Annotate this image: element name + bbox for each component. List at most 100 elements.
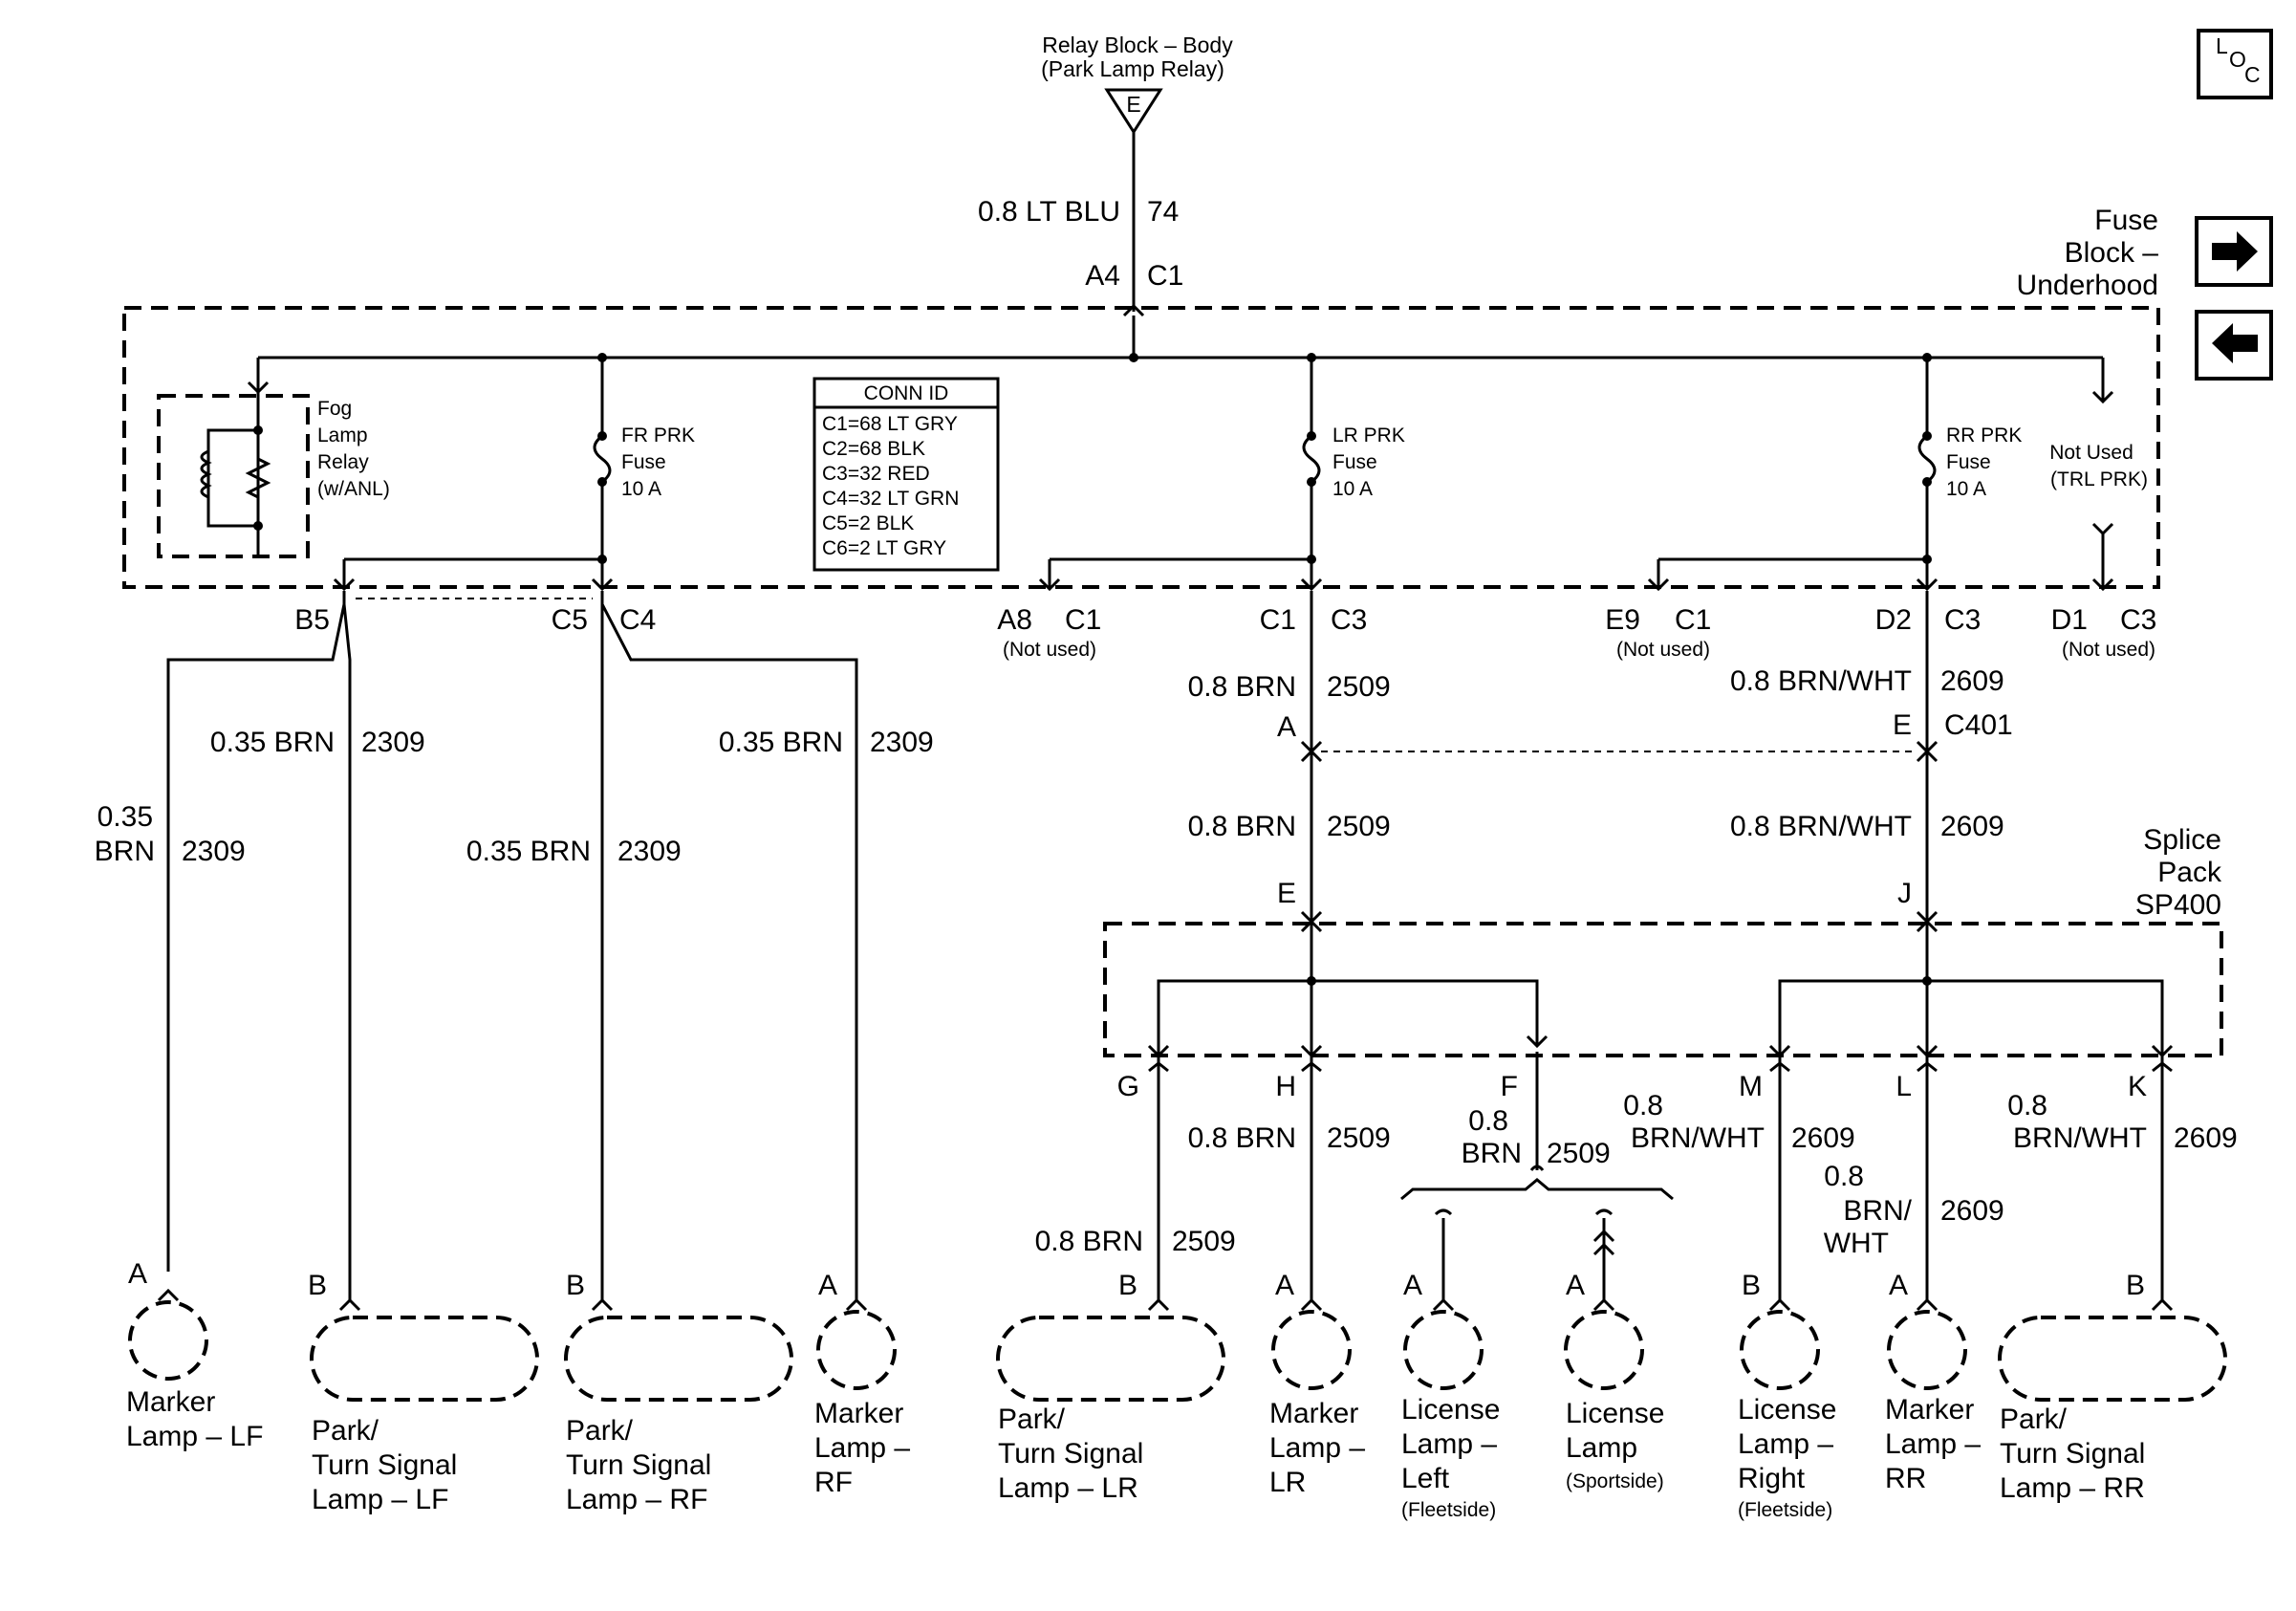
c401-pin-a: A bbox=[1277, 711, 1296, 743]
lic-left-pin: A bbox=[1403, 1270, 1422, 1301]
feed-wire-label: 0.8 LT BLU bbox=[978, 196, 1120, 228]
wire-label-2609-circuit-2: 2609 bbox=[1940, 811, 2004, 842]
fuse-block-label-1: Fuse bbox=[2094, 205, 2158, 236]
fog-relay-label-1: Fog bbox=[317, 398, 352, 420]
park-lf-pin: B bbox=[308, 1270, 327, 1301]
park-lr-pin: B bbox=[1118, 1270, 1137, 1301]
pin-a8-conn: C1 bbox=[1065, 604, 1101, 636]
lic-sport-label-3: (Sportside) bbox=[1566, 1470, 1664, 1492]
arrow-right-icon[interactable] bbox=[2195, 216, 2273, 287]
lic-right-label-1: License bbox=[1738, 1394, 1836, 1426]
marker-lr-label-2: Lamp – bbox=[1269, 1432, 1365, 1464]
pin-a8: A8 bbox=[997, 604, 1032, 636]
rr-prk-fuse-label-3: 10 A bbox=[1946, 478, 1986, 500]
splice-pin-e: E bbox=[1277, 878, 1296, 909]
pin-c1: C1 bbox=[1260, 604, 1296, 636]
fuse-block-label-3: Underhood bbox=[2017, 270, 2158, 301]
splice-pack-outline bbox=[1103, 922, 2223, 1057]
marker-lf-label-2: Lamp – LF bbox=[126, 1421, 263, 1452]
pin-d2-conn: C3 bbox=[1944, 604, 1981, 636]
marker-lr-label-1: Marker bbox=[1269, 1398, 1358, 1429]
wire-marker-lf bbox=[166, 591, 346, 1272]
fog-relay-label-2: Lamp bbox=[317, 425, 368, 446]
splice-pin-l: L bbox=[1895, 1071, 1912, 1102]
wire-label-2609-gauge-2: 0.8 BRN/WHT bbox=[1730, 811, 1912, 842]
lic-sport-label-2: Lamp bbox=[1566, 1432, 1637, 1464]
rr-prk-fuse-symbol bbox=[1917, 434, 1937, 484]
marker-lf-label-1: Marker bbox=[126, 1386, 215, 1418]
marker-lr-label-3: LR bbox=[1269, 1467, 1306, 1498]
pin-d1-conn: C3 bbox=[2120, 604, 2156, 636]
fuse-block-outline bbox=[122, 306, 2160, 589]
splice-pack-label-2: Pack bbox=[2157, 857, 2222, 888]
park-lr-label-2: Turn Signal bbox=[998, 1438, 1143, 1469]
lic-left-label-2: Lamp – bbox=[1401, 1428, 1497, 1460]
wire-label-k-circuit: 2609 bbox=[2174, 1122, 2238, 1154]
wire-label-2609-gauge: 0.8 BRN/WHT bbox=[1730, 665, 1912, 697]
marker-rr-pin: A bbox=[1889, 1270, 1908, 1301]
marker-lf-pin: A bbox=[128, 1258, 147, 1290]
lic-left-label-3: Left bbox=[1401, 1463, 1450, 1494]
lr-prk-fuse-label-1: LR PRK bbox=[1332, 425, 1405, 446]
marker-lamp-rf: A Marker Lamp – RF bbox=[814, 1270, 910, 1498]
conn-id-row: C2=68 BLK bbox=[822, 438, 925, 460]
lic-right-pin: B bbox=[1742, 1270, 1761, 1301]
lic-left-label-1: License bbox=[1401, 1394, 1500, 1426]
park-lf-label-3: Lamp – LF bbox=[312, 1484, 448, 1515]
wire-label-l-circuit: 2609 bbox=[1940, 1195, 2004, 1227]
lic-right-label-4: (Fleetside) bbox=[1738, 1499, 1832, 1521]
wire-label-g-gauge: 0.8 BRN bbox=[1035, 1226, 1143, 1257]
pin-e9-conn: C1 bbox=[1675, 604, 1711, 636]
wire-label-g-circuit: 2509 bbox=[1172, 1226, 1236, 1257]
park-rr-label-2: Turn Signal bbox=[2000, 1438, 2145, 1469]
pin-c5: C5 bbox=[552, 604, 588, 636]
park-lr-label-3: Lamp – LR bbox=[998, 1472, 1138, 1504]
relay-terminal-e: E bbox=[1126, 92, 1140, 117]
wire-label-lf-circuit: 2309 bbox=[361, 727, 425, 758]
marker-rr-label-3: RR bbox=[1885, 1463, 1926, 1494]
fr-prk-fuse-label-3: 10 A bbox=[621, 478, 661, 500]
park-turn-lamp-rr: B Park/ Turn Signal Lamp – RR bbox=[1998, 1270, 2227, 1504]
lr-prk-fuse-symbol bbox=[1302, 434, 1321, 484]
wire-label-f-circuit: 2509 bbox=[1547, 1138, 1611, 1169]
pin-e9: E9 bbox=[1605, 604, 1640, 636]
conn-id-row: C5=2 BLK bbox=[822, 512, 914, 534]
splice-pin-k: K bbox=[2128, 1071, 2147, 1102]
wire-label-2509-circuit-2: 2509 bbox=[1327, 811, 1391, 842]
lic-right-label-3: Right bbox=[1738, 1463, 1806, 1494]
wire-label-2509-gauge-2: 0.8 BRN bbox=[1188, 811, 1296, 842]
pin-c4: C4 bbox=[619, 604, 656, 636]
arrow-left-icon[interactable] bbox=[2195, 310, 2273, 381]
marker-rf-label-2: Lamp – bbox=[814, 1432, 910, 1464]
marker-lamp-rr: A Marker Lamp – RR bbox=[1885, 1270, 1981, 1494]
park-turn-lamp-lr: B Park/ Turn Signal Lamp – LR bbox=[996, 1270, 1225, 1504]
splice-pin-j: J bbox=[1897, 878, 1912, 909]
park-lr-label-1: Park/ bbox=[998, 1404, 1066, 1435]
wire-label-l-gauge-3: WHT bbox=[1824, 1228, 1889, 1259]
loc-icon[interactable]: L O C bbox=[2197, 29, 2273, 99]
splice-pin-f: F bbox=[1501, 1071, 1518, 1102]
d1-not-used: (Not used) bbox=[2062, 639, 2155, 661]
loc-letter-c: C bbox=[2244, 62, 2261, 87]
wire-label-mlf-gauge-2: BRN bbox=[95, 836, 155, 867]
fr-prk-fuse-symbol bbox=[593, 434, 612, 484]
splice-pin-g: G bbox=[1117, 1071, 1139, 1102]
c401-name: C401 bbox=[1944, 709, 2013, 741]
park-turn-lamp-rf: B Park/ Turn Signal Lamp – RF bbox=[564, 1270, 793, 1515]
marker-lr-pin: A bbox=[1275, 1270, 1294, 1301]
marker-lamp-lf: A Marker Lamp – LF bbox=[126, 1258, 263, 1452]
splice-pin-h: H bbox=[1275, 1071, 1296, 1102]
license-lamp-left: A License Lamp – Left (Fleetside) bbox=[1401, 1270, 1500, 1521]
rr-prk-fuse-label-2: Fuse bbox=[1946, 451, 1991, 473]
park-rf-label-3: Lamp – RF bbox=[566, 1484, 707, 1515]
wire-label-rf-circuit: 2309 bbox=[617, 836, 682, 867]
park-rf-label-1: Park/ bbox=[566, 1415, 634, 1447]
wire-label-m-gauge-1: 0.8 bbox=[1623, 1090, 1663, 1121]
pin-d2: D2 bbox=[1875, 604, 1912, 636]
feed-circuit-label: 74 bbox=[1147, 196, 1179, 228]
wire-label-f-gauge-1: 0.8 bbox=[1468, 1105, 1508, 1137]
wire-park-lf bbox=[342, 603, 352, 1300]
marker-lamp-lr: A Marker Lamp – LR bbox=[1269, 1270, 1365, 1498]
fog-relay-coil bbox=[206, 428, 260, 528]
